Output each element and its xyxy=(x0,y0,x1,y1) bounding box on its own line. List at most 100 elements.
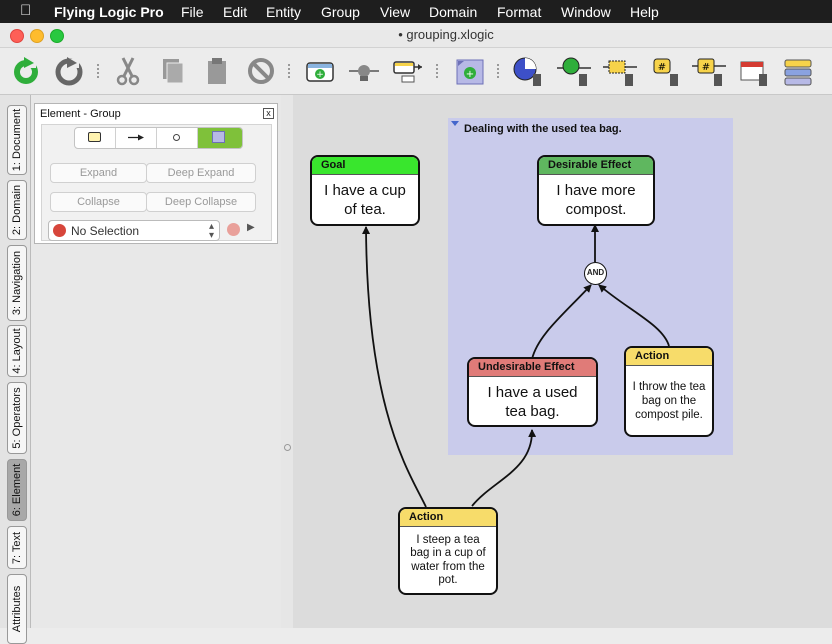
new-group-icon[interactable]: + xyxy=(453,54,487,88)
junctor-type-button[interactable] xyxy=(157,128,198,148)
selection-value: No Selection xyxy=(71,224,140,238)
minimize-window-button[interactable] xyxy=(30,29,44,43)
node-text: I have a used tea bag. xyxy=(487,383,578,420)
zoom-window-button[interactable] xyxy=(50,29,64,43)
edge-type-button[interactable] xyxy=(116,128,157,148)
edges-layer xyxy=(362,224,670,508)
node-class-label: Desirable Effect xyxy=(539,157,653,175)
entity-type-button[interactable] xyxy=(75,128,116,148)
menu-help[interactable]: Help xyxy=(630,4,659,20)
expand-button[interactable]: Expand xyxy=(50,163,147,183)
panel-close-button[interactable]: x xyxy=(263,108,274,119)
node-class-label: Action xyxy=(400,509,496,527)
node-text: I steep a tea bag in a cup of water from… xyxy=(410,533,486,587)
svg-text:+: + xyxy=(316,70,324,80)
node-class-label: Undesirable Effect xyxy=(469,359,596,377)
window-title-bar: • grouping.xlogic xyxy=(0,23,832,48)
group-collapse-icon[interactable] xyxy=(451,121,459,126)
edge-weight-icon[interactable] xyxy=(557,54,591,88)
node-desirable-effect[interactable]: Desirable Effect I have more compost. xyxy=(537,155,655,226)
toolbar-separator xyxy=(436,64,440,78)
tab-element[interactable]: 6: Element xyxy=(7,459,27,521)
junctor-label: AND xyxy=(586,268,605,277)
group-type-button[interactable] xyxy=(198,128,242,148)
node-text: I throw the tea bag on the compost pile. xyxy=(632,381,706,421)
node-action-steep[interactable]: Action I steep a tea bag in a cup of wat… xyxy=(398,507,498,595)
tab-text[interactable]: 7: Text xyxy=(7,526,27,569)
svg-text:+: + xyxy=(466,69,474,80)
group-style-icon[interactable] xyxy=(782,54,816,88)
delete-icon[interactable] xyxy=(244,54,278,88)
entity-number-icon[interactable]: # xyxy=(648,54,682,88)
apple-icon[interactable]:  xyxy=(20,2,31,19)
splitter-grip-icon xyxy=(284,444,291,451)
edge-steep-to-goal xyxy=(362,226,427,508)
insert-entity-icon[interactable] xyxy=(390,54,424,88)
tab-operators[interactable]: 5: Operators xyxy=(7,382,27,454)
tab-navigation[interactable]: 3: Navigation xyxy=(7,245,27,321)
menu-file[interactable]: File xyxy=(181,4,204,20)
node-undesirable-effect[interactable]: Undesirable Effect I have a used tea bag… xyxy=(467,357,598,427)
toolbar-separator xyxy=(288,64,292,78)
menu-window[interactable]: Window xyxy=(561,4,611,20)
inspector-area: Element - Group x Expand xyxy=(31,95,282,628)
window-title: • grouping.xlogic xyxy=(398,27,494,42)
redo-refresh-icon[interactable] xyxy=(9,54,43,88)
close-window-button[interactable] xyxy=(10,29,24,43)
chevron-right-icon[interactable]: ▶ xyxy=(247,222,255,233)
clear-selection-icon[interactable] xyxy=(227,223,240,236)
menu-group[interactable]: Group xyxy=(321,4,360,20)
arrow-icon xyxy=(128,132,144,143)
edge-throw-to-and xyxy=(598,284,670,347)
deep-collapse-button[interactable]: Deep Collapse xyxy=(146,192,256,212)
node-text: I have a cup of tea. xyxy=(324,182,406,218)
cut-icon[interactable] xyxy=(111,54,145,88)
menu-format[interactable]: Format xyxy=(497,4,542,20)
node-action-throw[interactable]: Action I throw the tea bag on the compos… xyxy=(624,346,714,437)
menu-view[interactable]: View xyxy=(380,4,411,20)
no-selection-icon xyxy=(53,224,66,237)
diagram-canvas[interactable]: Dealing with the used tea bag. AND Goal … xyxy=(293,95,832,628)
menu-entity[interactable]: Entity xyxy=(266,4,302,20)
calendar-icon[interactable] xyxy=(737,54,771,88)
menu-domain[interactable]: Domain xyxy=(429,4,478,20)
deep-expand-button[interactable]: Deep Expand xyxy=(146,163,256,183)
undo-icon[interactable] xyxy=(52,54,86,88)
node-goal[interactable]: Goal I have a cup of tea. xyxy=(310,155,420,226)
tab-domain[interactable]: 2: Domain xyxy=(7,180,27,240)
paste-icon[interactable] xyxy=(200,54,234,88)
node-class-label: Goal xyxy=(312,157,418,175)
edge-undesirable-to-and xyxy=(531,284,592,360)
menu-app-name[interactable]: Flying Logic Pro xyxy=(54,4,164,20)
copy-icon[interactable] xyxy=(156,54,190,88)
sidebar-tab-strip: 1: Document 2: Domain 3: Navigation 4: L… xyxy=(0,95,31,644)
collapse-button[interactable]: Collapse xyxy=(50,192,147,212)
group-selection-dropdown[interactable]: No Selection ▴▾ xyxy=(48,220,220,241)
element-type-selector xyxy=(74,127,243,149)
and-junctor[interactable]: AND xyxy=(584,262,607,285)
svg-text:#: # xyxy=(702,62,710,73)
panel-title: Element - Group xyxy=(40,108,121,120)
junctor-icon xyxy=(173,134,180,141)
confidence-spinner-icon[interactable] xyxy=(511,54,545,88)
menu-edit[interactable]: Edit xyxy=(223,4,248,20)
toolbar: + + # # xyxy=(0,48,832,95)
tab-layout[interactable]: 4: Layout xyxy=(7,325,27,377)
new-junctor-icon[interactable] xyxy=(347,54,381,88)
new-entity-icon[interactable]: + xyxy=(303,54,337,88)
menu-bar:  Flying Logic Pro File Edit Entity Grou… xyxy=(0,0,832,23)
edge-number-icon[interactable]: # xyxy=(692,54,726,88)
toolbar-separator xyxy=(497,64,501,78)
panel-body: Expand Deep Expand Collapse Deep Collaps… xyxy=(41,124,272,241)
tab-attributes[interactable]: Attributes xyxy=(7,574,27,644)
node-class-label: Action xyxy=(626,348,712,366)
tab-document[interactable]: 1: Document xyxy=(7,105,27,175)
group-icon xyxy=(212,131,225,143)
svg-text:#: # xyxy=(658,62,666,73)
node-text: I have more compost. xyxy=(556,182,636,218)
edge-steep-to-undesirable xyxy=(471,429,537,507)
entity-icon xyxy=(88,132,101,142)
toggle-edge-icon[interactable] xyxy=(603,54,637,88)
element-group-panel: Element - Group x Expand xyxy=(34,103,278,244)
panel-splitter[interactable] xyxy=(281,95,293,628)
